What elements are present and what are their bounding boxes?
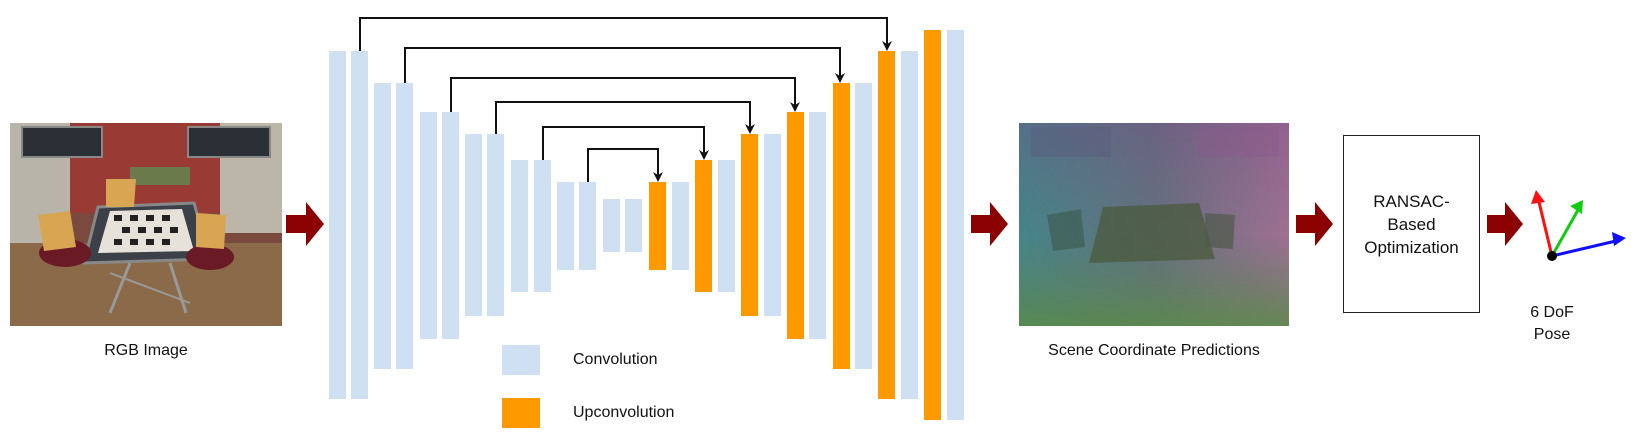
upconvolution-layer-27 <box>924 30 941 420</box>
convolution-layer-3 <box>374 83 391 369</box>
convolution-layer-11 <box>557 182 574 270</box>
skip-connection-1 <box>359 17 892 51</box>
convolution-layer-13 <box>603 199 620 252</box>
convolution-layer-14 <box>625 199 642 252</box>
convolution-layer-26 <box>901 51 918 399</box>
upconvolution-layer-25 <box>878 51 895 399</box>
convolution-layer-28 <box>947 30 964 420</box>
convolution-layer-22 <box>809 112 826 339</box>
scene-coordinate-map <box>1019 123 1289 326</box>
convolution-layer-24 <box>855 83 872 369</box>
convolution-layer-6 <box>442 112 459 339</box>
output-map-label: Scene Coordinate Predictions <box>1048 342 1260 359</box>
legend-label-upconvolution: Upconvolution <box>573 404 675 421</box>
flow-arrow-4 <box>1487 202 1523 246</box>
upconvolution-layer-21 <box>787 112 804 339</box>
convolution-layer-10 <box>534 160 551 292</box>
skip-connection-6 <box>587 148 663 182</box>
skip-connection-2 <box>404 47 845 83</box>
upconvolution-layer-19 <box>741 134 758 316</box>
skip-connection-5 <box>542 126 709 160</box>
convolution-layer-1 <box>329 51 346 399</box>
input-label: RGB Image <box>104 342 188 359</box>
upconvolution-layer-23 <box>833 83 850 369</box>
legend-swatch-upconvolution <box>502 398 540 428</box>
upconvolution-layer-15 <box>649 182 666 270</box>
convolution-layer-9 <box>511 160 528 292</box>
legend-label-convolution: Convolution <box>573 351 658 368</box>
skip-connections <box>359 17 892 182</box>
convolution-layer-12 <box>579 182 596 270</box>
convolution-layer-8 <box>487 134 504 316</box>
flow-arrow-2 <box>971 202 1008 246</box>
flow-arrows <box>286 202 1523 246</box>
convolution-layer-5 <box>420 112 437 339</box>
upconvolution-layer-17 <box>695 160 712 292</box>
optimizer-label: RANSAC-Based Optimization <box>1364 191 1459 257</box>
convolution-layer-4 <box>396 83 413 369</box>
convolution-layer-16 <box>672 182 689 270</box>
convolution-layer-7 <box>465 134 482 316</box>
pose-label: 6 DoF Pose <box>1530 304 1574 343</box>
skip-connection-3 <box>450 77 800 112</box>
rgb-image <box>10 123 282 326</box>
flow-arrow-3 <box>1296 202 1333 246</box>
flow-arrow-1 <box>286 202 324 246</box>
legend-swatch-convolution <box>502 345 540 375</box>
convolution-layer-18 <box>718 160 735 292</box>
convolution-layer-2 <box>351 51 368 399</box>
pose-axes-icon <box>1531 190 1626 261</box>
skip-connection-4 <box>495 101 755 134</box>
network-layers <box>329 30 964 420</box>
ransac-optimization-box: RANSAC-Based Optimization <box>1343 135 1480 313</box>
convolution-layer-20 <box>764 134 781 316</box>
